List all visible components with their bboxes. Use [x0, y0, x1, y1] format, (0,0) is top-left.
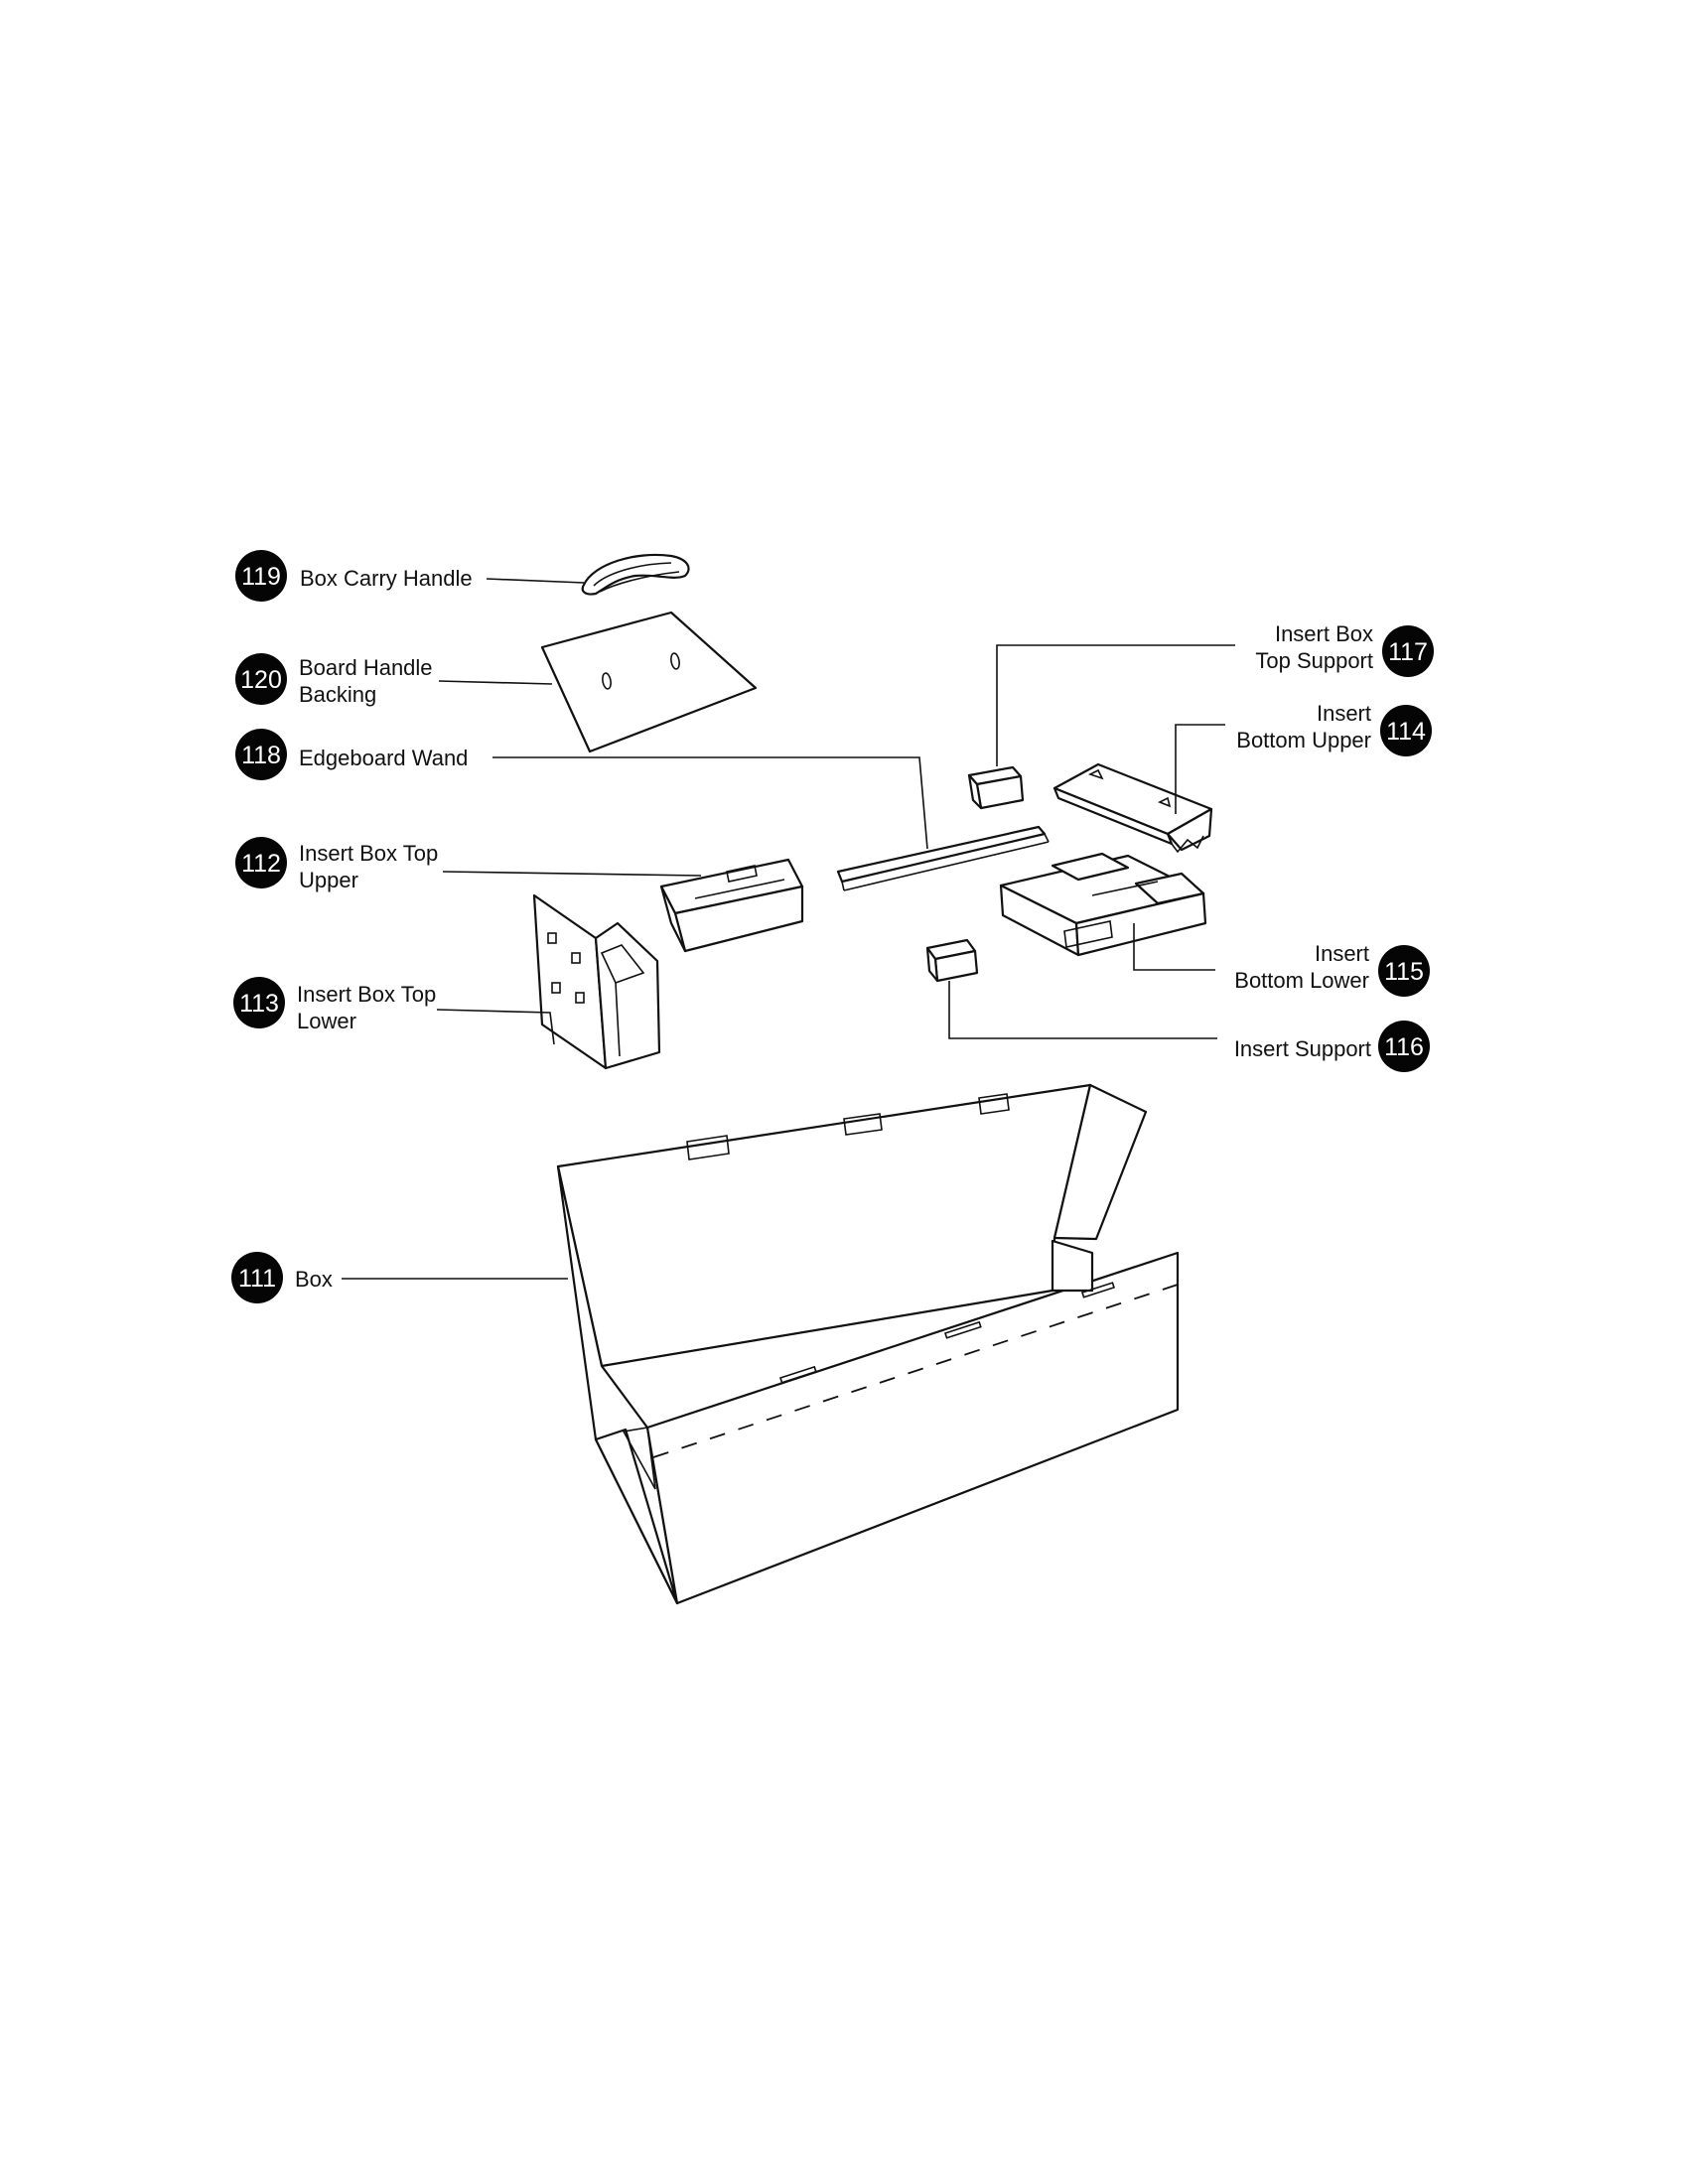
label-insert-box-top-upper-line2: Upper — [299, 868, 358, 892]
label-box: Box — [295, 1267, 333, 1292]
label-insert-box-top-lower-line2: Lower — [297, 1009, 356, 1033]
callout-120: 120 Board Handle Backing — [235, 653, 433, 707]
badge-111-circle — [231, 1252, 283, 1303]
badge-113-circle — [233, 977, 285, 1028]
insert-support-drawing — [925, 938, 979, 983]
badge-117-number: 117 — [1388, 638, 1428, 666]
label-insert-box-top-support-line2: Top Support — [1255, 648, 1373, 673]
badge-112-number: 112 — [241, 850, 281, 878]
label-insert-box-top-support-line1: Insert Box — [1275, 621, 1373, 646]
label-insert-bottom-upper-line2: Bottom Upper — [1236, 728, 1371, 752]
insert-bottom-upper-drawing — [1052, 762, 1213, 854]
label-edgeboard-wand: Edgeboard Wand — [299, 746, 468, 770]
leader-lines — [342, 578, 1235, 1280]
callout-116: 116 Insert Support — [1234, 1021, 1430, 1072]
badge-113-number: 113 — [239, 990, 279, 1018]
badge-118-circle — [235, 729, 287, 780]
callout-111: 111 Box — [231, 1252, 333, 1303]
label-board-handle-line2: Backing — [299, 682, 376, 707]
label-insert-box-top-lower-line1: Insert Box Top — [297, 982, 436, 1007]
badge-118-number: 118 — [241, 742, 281, 769]
label-insert-bottom-upper-line1: Insert — [1317, 701, 1371, 726]
callout-113: 113 Insert Box Top Lower — [233, 977, 436, 1033]
label-insert-support: Insert Support — [1234, 1036, 1371, 1061]
badge-119-number: 119 — [241, 563, 281, 591]
badge-115-circle — [1378, 945, 1430, 997]
board-handle-backing-drawing — [540, 611, 758, 753]
callout-112: 112 Insert Box Top Upper — [235, 837, 438, 892]
callout-115: 115 Insert Bottom Lower — [1234, 941, 1430, 997]
badge-120-number: 120 — [240, 666, 282, 694]
label-box-carry-handle: Box Carry Handle — [300, 566, 473, 591]
insert-box-top-support-drawing — [967, 765, 1025, 810]
badge-115-number: 115 — [1384, 958, 1424, 986]
badge-111-number: 111 — [238, 1265, 276, 1293]
label-insert-box-top-upper-line1: Insert Box Top — [299, 841, 438, 866]
callout-117: 117 Insert Box Top Support — [1255, 621, 1434, 677]
badge-114-number: 114 — [1386, 718, 1426, 746]
badge-116-circle — [1378, 1021, 1430, 1072]
badge-112-circle — [235, 837, 287, 888]
badge-114-circle — [1380, 705, 1432, 756]
badge-120-circle — [235, 653, 287, 705]
insert-box-top-lower-drawing — [532, 893, 661, 1070]
label-board-handle-line1: Board Handle — [299, 655, 433, 680]
label-insert-bottom-lower-line1: Insert — [1315, 941, 1369, 966]
box-carry-handle-drawing — [581, 553, 690, 596]
callout-114: 114 Insert Bottom Upper — [1236, 701, 1432, 756]
insert-box-top-upper-drawing — [659, 858, 804, 953]
edgeboard-wand-drawing — [836, 825, 1050, 891]
label-insert-bottom-lower-line2: Bottom Lower — [1234, 968, 1369, 993]
insert-bottom-lower-drawing — [999, 852, 1207, 957]
badge-116-number: 116 — [1384, 1033, 1424, 1061]
callout-119: 119 Box Carry Handle — [235, 550, 473, 602]
callout-118: 118 Edgeboard Wand — [235, 729, 468, 780]
badge-117-circle — [1382, 625, 1434, 677]
box-drawing — [556, 1083, 1180, 1605]
badge-119-circle — [235, 550, 287, 602]
